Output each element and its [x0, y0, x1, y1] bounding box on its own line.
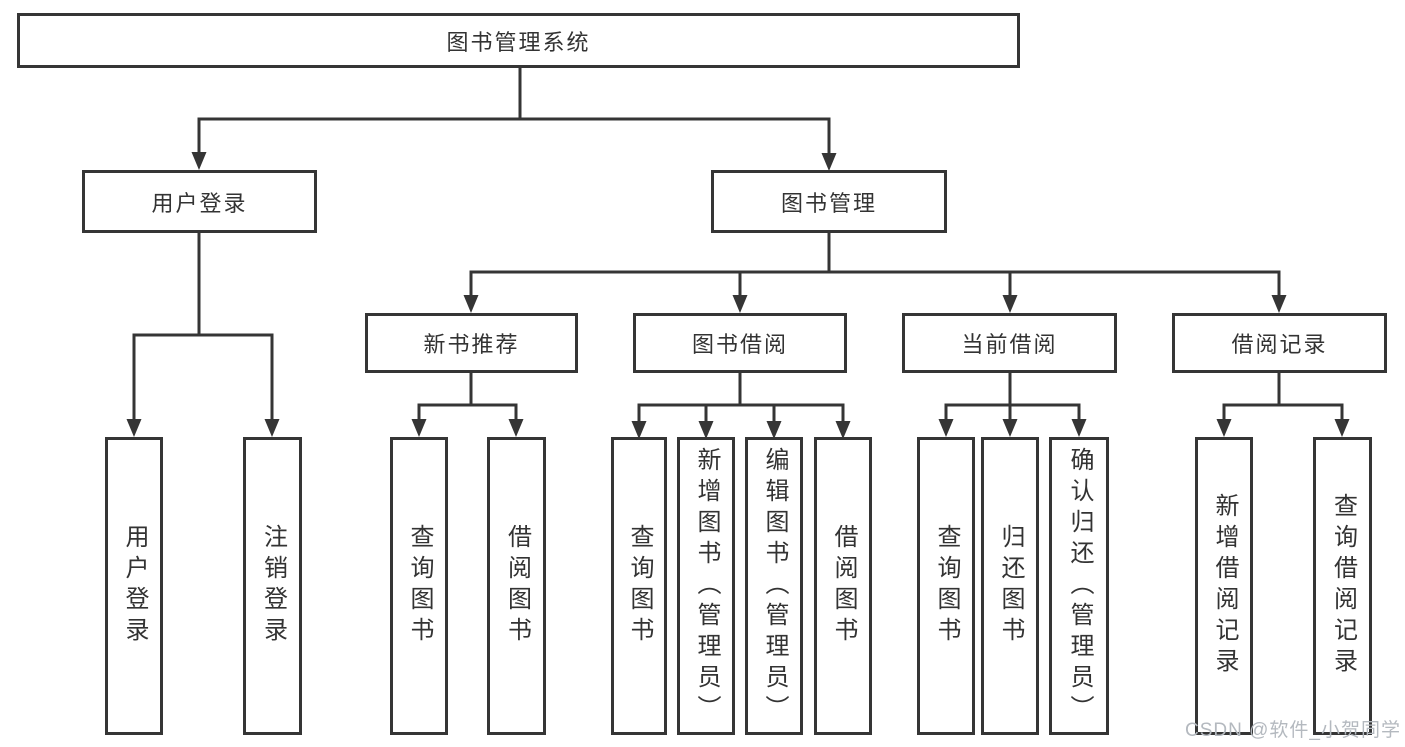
node-label: 图书借阅 — [691, 332, 788, 357]
leaf-confirm-return-admin: 确认归还（管理员） — [1049, 437, 1109, 735]
leaf-borrow-books-recommend: 借阅图书 — [487, 437, 546, 735]
leaf-label: 确认归还（管理员） — [1066, 446, 1093, 726]
node-user-login: 用户登录 — [82, 170, 317, 233]
leaf-query-books-current: 查询图书 — [917, 437, 975, 735]
leaf-label: 借阅图书 — [830, 524, 857, 648]
leaf-label: 查询借阅记录 — [1329, 493, 1357, 679]
leaf-label: 注销登录 — [259, 524, 287, 648]
leaf-edit-books-admin: 编辑图书（管理员） — [745, 437, 803, 735]
leaf-label: 新增图书（管理员） — [693, 446, 720, 726]
node-label: 图书管理系统 — [446, 29, 591, 55]
node-library-management-system: 图书管理系统 — [17, 13, 1020, 68]
node-book-borrowing: 图书借阅 — [633, 313, 847, 373]
leaf-label: 新增借阅记录 — [1211, 493, 1238, 679]
leaf-label: 归还图书 — [997, 524, 1024, 648]
csdn-watermark: CSDN @软件_小贺同学 — [1185, 720, 1401, 741]
leaf-query-books-borrow: 查询图书 — [611, 437, 667, 735]
leaf-return-books: 归还图书 — [981, 437, 1039, 735]
node-borrowing-records: 借阅记录 — [1172, 313, 1387, 373]
leaf-label: 编辑图书（管理员） — [761, 446, 788, 726]
leaf-label: 查询图书 — [626, 524, 653, 648]
node-label: 新书推荐 — [423, 332, 520, 357]
node-book-management: 图书管理 — [711, 170, 947, 233]
leaf-add-books-admin: 新增图书（管理员） — [677, 437, 735, 735]
leaf-label: 用户登录 — [121, 524, 148, 648]
leaf-query-borrow-record: 查询借阅记录 — [1313, 437, 1372, 735]
leaf-logout: 注销登录 — [243, 437, 302, 735]
leaf-user-login: 用户登录 — [105, 437, 163, 735]
leaf-query-books-recommend: 查询图书 — [390, 437, 448, 735]
leaf-borrow-books: 借阅图书 — [814, 437, 872, 735]
leaf-add-borrow-record: 新增借阅记录 — [1195, 437, 1253, 735]
node-label: 用户登录 — [151, 190, 248, 216]
node-current-borrowing: 当前借阅 — [902, 313, 1117, 373]
node-label: 当前借阅 — [961, 332, 1058, 357]
node-new-book-recommend: 新书推荐 — [365, 313, 578, 373]
node-label: 图书管理 — [780, 190, 877, 216]
leaf-label: 查询图书 — [933, 524, 960, 648]
leaf-label: 借阅图书 — [503, 524, 531, 648]
leaf-label: 查询图书 — [406, 524, 433, 648]
node-label: 借阅记录 — [1231, 332, 1328, 357]
